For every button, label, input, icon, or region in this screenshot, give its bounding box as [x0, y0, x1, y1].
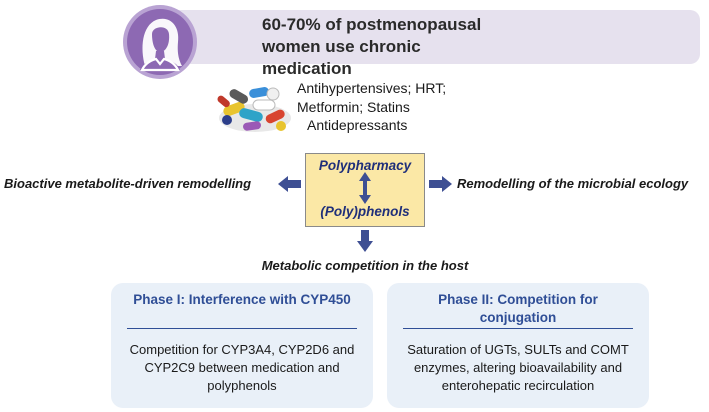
down-arrow-icon — [357, 230, 373, 252]
woman-silhouette-icon — [123, 5, 197, 79]
polypharmacy-label: Polypharmacy — [318, 158, 412, 173]
medication-line: Metformin; Statins — [297, 98, 410, 115]
header-banner — [152, 10, 700, 64]
phase-1-divider — [127, 328, 357, 329]
phase-2-body: Saturation of UGTs, SULTs and COMT enzym… — [407, 342, 629, 393]
header-title: 60-70% of postmenopausal women use chron… — [262, 15, 482, 78]
down-effect-label: Metabolic competition in the host — [261, 258, 469, 273]
left-arrow-icon — [278, 176, 301, 192]
right-arrow-icon — [429, 176, 452, 192]
phase-1-panel: Phase I: Interference with CYP450 Compet… — [111, 283, 373, 408]
pills-icon — [217, 87, 291, 132]
phase-1-body: Competition for CYP3A4, CYP2D6 and CYP2C… — [129, 342, 355, 393]
phase-1-title: Phase I: Interference with CYP450 — [133, 292, 351, 307]
phase-2-title: Phase II: Competition for conjugation — [438, 292, 598, 325]
phase-2-divider — [403, 328, 633, 329]
left-effect-label: Bioactive metabolite-driven remodelling — [4, 176, 252, 191]
polyphenols-label: (Poly)phenols — [320, 204, 410, 219]
medication-list: Antihypertensives; HRT; Metformin; Stati… — [297, 79, 527, 135]
right-effect-label: Remodelling of the microbial ecology — [457, 176, 689, 191]
medication-line: Antihypertensives; HRT; — [297, 80, 447, 96]
phase-2-panel: Phase II: Competition for conjugation Sa… — [387, 283, 649, 408]
medication-line: Antidepressants — [307, 117, 408, 133]
